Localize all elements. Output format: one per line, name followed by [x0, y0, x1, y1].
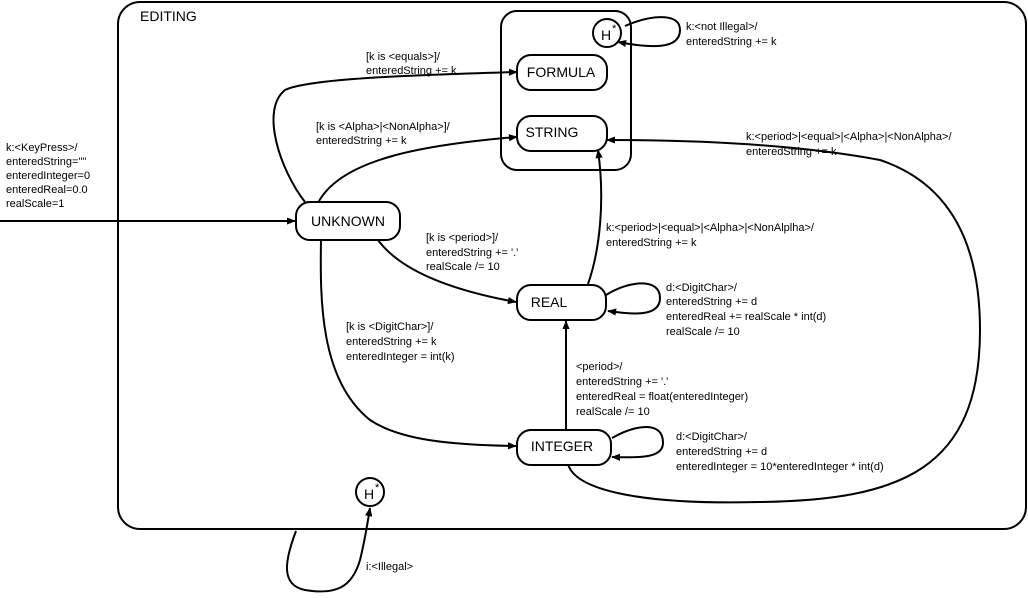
- label-illegal: i:<Illegal>: [366, 561, 413, 573]
- svg-text:enteredString += d: enteredString += d: [666, 296, 757, 308]
- svg-text:enteredReal = float(enteredInt: enteredReal = float(enteredInteger): [576, 391, 748, 403]
- svg-text:k:<period>|<equal>|<Alpha>|<No: k:<period>|<equal>|<Alpha>|<NonAlpha>/: [746, 131, 952, 143]
- edge-unknown-real: [377, 239, 517, 305]
- svg-text:i:<Illegal>: i:<Illegal>: [366, 561, 413, 573]
- label-unknown-real: [k is <period>]/ enteredString += '.' re…: [426, 232, 518, 273]
- label-real-string: k:<period>|<equal>|<Alpha>|<NonAlplha>/ …: [606, 222, 815, 249]
- svg-text:enteredString += '.': enteredString += '.': [426, 247, 518, 259]
- svg-text:d:<DigitChar>/: d:<DigitChar>/: [666, 282, 738, 294]
- state-string-label: STRING: [526, 124, 579, 140]
- state-unknown[interactable]: UNKNOWN: [295, 201, 401, 241]
- svg-text:enteredString += k: enteredString += k: [686, 36, 777, 48]
- svg-text:realScale=1: realScale=1: [6, 198, 64, 210]
- state-string[interactable]: STRING: [516, 115, 608, 152]
- svg-text:[k is <period>]/: [k is <period>]/: [426, 232, 499, 244]
- svg-text:k:<KeyPress>/: k:<KeyPress>/: [6, 142, 78, 154]
- state-integer[interactable]: INTEGER: [516, 429, 612, 466]
- edge-real-self: [605, 282, 662, 316]
- label-real-self: d:<DigitChar>/ enteredString += d entere…: [666, 282, 826, 338]
- svg-text:realScale /= 10: realScale /= 10: [666, 326, 740, 338]
- svg-text:realScale /= 10: realScale /= 10: [426, 261, 500, 273]
- edge-integer-string: [567, 136, 982, 504]
- state-unknown-label: UNKNOWN: [311, 213, 385, 229]
- history-symbol: H: [601, 27, 611, 43]
- label-unknown-formula: [k is <equals>]/ enteredString += k: [366, 51, 457, 77]
- editing-superstate: [117, 1, 1027, 530]
- svg-text:enteredString += '.': enteredString += '.': [576, 376, 668, 388]
- state-integer-label: INTEGER: [531, 438, 593, 454]
- edge-unknown-string: [317, 134, 518, 204]
- svg-text:[k is <DigitChar>]/: [k is <DigitChar>]/: [346, 321, 434, 333]
- state-formula-label: FORMULA: [527, 64, 596, 80]
- history-sup: *: [612, 23, 617, 35]
- label-integer-real: <period>/ enteredString += '.' enteredRe…: [576, 361, 748, 418]
- label-initial: k:<KeyPress>/ enteredString="" enteredIn…: [6, 142, 90, 210]
- svg-text:enteredInteger = 10*enteredInt: enteredInteger = 10*enteredInteger * int…: [676, 461, 884, 473]
- history-symbol: H: [364, 486, 374, 502]
- edge-real-string: [587, 149, 603, 285]
- edge-illegal: [286, 507, 373, 593]
- edge-history-self: [617, 16, 682, 48]
- editing-label: EDITING: [140, 8, 197, 24]
- label-integer-self: d:<DigitChar>/ enteredString += d entere…: [676, 431, 884, 473]
- state-real-label: REAL: [531, 294, 568, 310]
- history-state-outer[interactable]: H *: [355, 477, 385, 507]
- svg-text:k:<not Illegal>/: k:<not Illegal>/: [686, 21, 758, 33]
- svg-text:enteredReal=0.0: enteredReal=0.0: [6, 184, 88, 196]
- label-history-self: k:<not Illegal>/ enteredString += k: [686, 21, 777, 48]
- edge-unknown-integer: [319, 239, 517, 450]
- edge-unknown-formula: [272, 68, 518, 203]
- svg-text:k:<period>|<equal>|<Alpha>|<No: k:<period>|<equal>|<Alpha>|<NonAlplha>/: [606, 222, 815, 234]
- svg-text:enteredInteger=0: enteredInteger=0: [6, 170, 90, 182]
- svg-text:enteredString="": enteredString="": [6, 156, 86, 168]
- svg-text:enteredReal += realScale * int: enteredReal += realScale * int(d): [666, 311, 826, 323]
- svg-text:enteredInteger = int(k): enteredInteger = int(k): [346, 351, 455, 363]
- label-unknown-string: [k is <Alpha>|<NonAlpha>]/ enteredString…: [316, 121, 451, 147]
- svg-text:enteredString += k: enteredString += k: [606, 237, 697, 249]
- history-sup: *: [375, 482, 380, 494]
- svg-text:enteredString += k: enteredString += k: [746, 146, 837, 158]
- svg-text:enteredString += k: enteredString += k: [366, 65, 457, 77]
- svg-text:enteredString += k: enteredString += k: [316, 135, 407, 147]
- svg-text:realScale /= 10: realScale /= 10: [576, 406, 650, 418]
- svg-text:enteredString += k: enteredString += k: [346, 336, 437, 348]
- svg-text:enteredString += d: enteredString += d: [676, 446, 767, 458]
- state-formula[interactable]: FORMULA: [516, 54, 608, 91]
- svg-text:d:<DigitChar>/: d:<DigitChar>/: [676, 431, 748, 443]
- label-unknown-integer: [k is <DigitChar>]/ enteredString += k e…: [346, 321, 455, 363]
- edge-integer-self: [611, 426, 665, 461]
- label-integer-string: k:<period>|<equal>|<Alpha>|<NonAlpha>/ e…: [746, 131, 952, 158]
- svg-text:[k is <Alpha>|<NonAlpha>]/: [k is <Alpha>|<NonAlpha>]/: [316, 121, 451, 133]
- svg-text:[k is <equals>]/: [k is <equals>]/: [366, 51, 441, 63]
- svg-text:<period>/: <period>/: [576, 361, 623, 373]
- state-real[interactable]: REAL: [516, 284, 607, 321]
- history-state-inner[interactable]: H *: [592, 18, 622, 48]
